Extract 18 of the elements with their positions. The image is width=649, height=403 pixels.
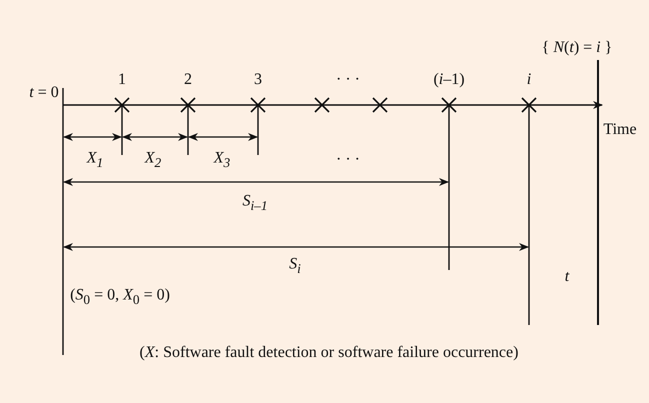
event-number: (i–1) bbox=[433, 71, 465, 89]
event-number: 3 bbox=[254, 71, 262, 89]
interval-label: X$_{1}$ bbox=[86, 150, 104, 170]
time-label: t bbox=[564, 268, 570, 286]
origin-label: t = 0 bbox=[29, 84, 59, 102]
initial-condition-label: (S$_{0}$ = 0, X$_{0}$ = 0) bbox=[70, 286, 170, 308]
event-number: i bbox=[526, 71, 532, 89]
interval-label: X$_{3}$ bbox=[214, 150, 230, 170]
interval-label: X$_{2}$ bbox=[144, 150, 162, 170]
event-condition-label: { N(t) = i } bbox=[542, 39, 612, 57]
axis-label: Time bbox=[603, 121, 637, 139]
event-number: 1 bbox=[118, 71, 126, 89]
event-number: 2 bbox=[184, 71, 192, 89]
interval-label: S$_{i}$ bbox=[289, 256, 301, 276]
interval-label: S$_{i–1}$ bbox=[242, 192, 268, 214]
ellipsis: · · · bbox=[336, 151, 360, 169]
ellipsis: · · · bbox=[336, 71, 360, 89]
caption: (X: Software fault detection or software failure occurrence) bbox=[140, 344, 518, 362]
